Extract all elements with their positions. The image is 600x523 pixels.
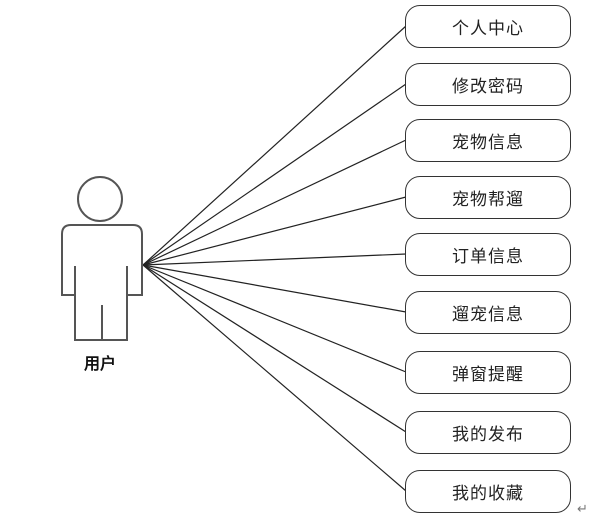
paragraph-mark: ↵	[577, 502, 588, 517]
association-line	[142, 264, 407, 433]
association-line	[142, 253, 407, 266]
actor-head	[77, 176, 123, 222]
use-case-8: 我的发布	[405, 411, 571, 454]
association-line	[142, 196, 407, 266]
association-line	[142, 264, 407, 313]
use-case-4: 宠物帮遛	[405, 176, 571, 219]
association-lines	[142, 25, 407, 492]
association-line	[142, 264, 407, 492]
use-case-5: 订单信息	[405, 233, 571, 276]
association-line	[142, 139, 407, 266]
actor-label: 用户	[83, 354, 116, 373]
use-case-6: 遛宠信息	[405, 291, 571, 334]
use-case-7: 弹窗提醒	[405, 351, 571, 394]
use-case-3: 宠物信息	[405, 119, 571, 162]
association-line	[142, 264, 407, 373]
actor-body	[61, 224, 143, 341]
use-case-9: 我的收藏	[405, 470, 571, 513]
association-line	[142, 83, 407, 266]
use-case-1: 个人中心	[405, 5, 571, 48]
actor-figure	[61, 176, 143, 341]
actor-arm-lines	[74, 266, 128, 340]
association-line	[142, 25, 407, 266]
use-case-2: 修改密码	[405, 63, 571, 106]
